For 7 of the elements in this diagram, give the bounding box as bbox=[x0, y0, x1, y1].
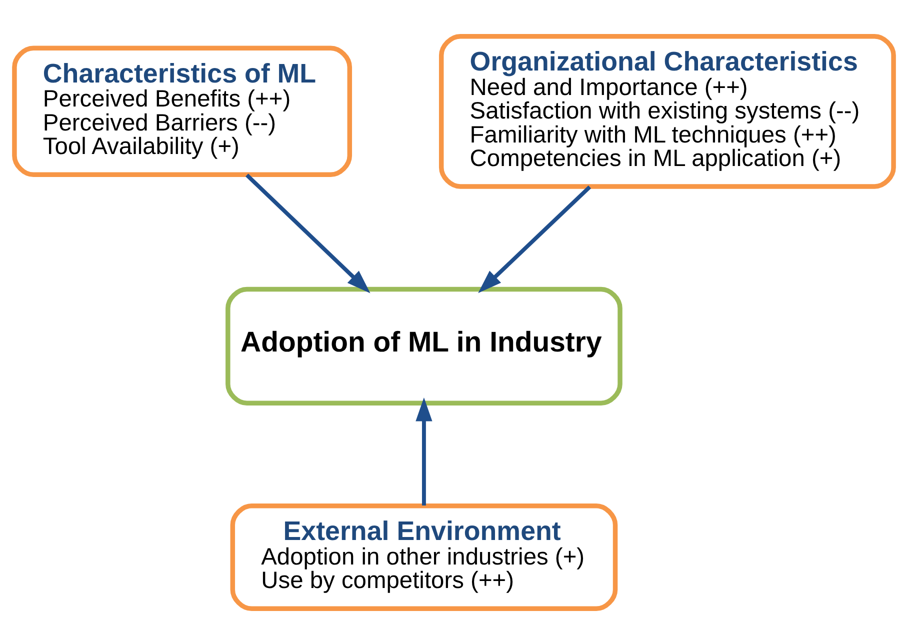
node-box: External Environment Adoption in other industries (+) Use by competitors (++) bbox=[230, 503, 618, 611]
arrow bbox=[416, 397, 432, 506]
arrow bbox=[478, 185, 592, 293]
arrow bbox=[246, 173, 370, 293]
node-box: Organizational Characteristics Need and Importance (++) Satisfaction with existing systems (--) Familiarity with ML techniques (++) Competencies in ML application (+) bbox=[438, 33, 896, 188]
node-box: Adoption of ML in Industry bbox=[226, 286, 622, 405]
node-box: Characteristics of ML Perceived Benefits (++) Perceived Barriers (--) Tool Availability (+) bbox=[12, 45, 352, 177]
